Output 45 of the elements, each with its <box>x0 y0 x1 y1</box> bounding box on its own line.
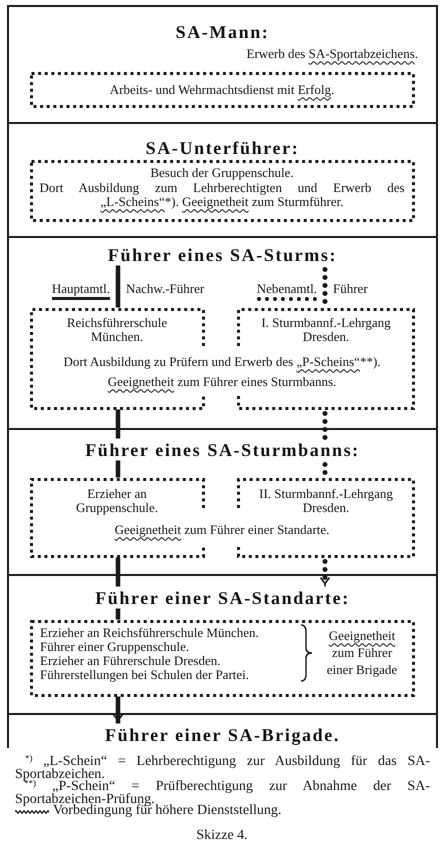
rank-heading: Führer einer SA-Standarte: <box>95 586 350 608</box>
connector-line <box>116 608 120 620</box>
connector-line <box>116 410 120 438</box>
rank-band <box>7 5 438 122</box>
dotted-frame <box>30 478 205 558</box>
note-text: Erwerb des SA-Sportabzeichens. <box>246 46 418 60</box>
rank-band <box>7 236 438 428</box>
rank-heading: Führer einer SA-Brigade. <box>105 724 340 746</box>
dotted-frame <box>30 160 415 222</box>
rank-band <box>7 428 438 574</box>
track-label: Hauptamtl. <box>52 282 110 300</box>
legend-text: Vorbedingung für höhere Dienststellung. <box>53 805 282 818</box>
requirement-text: Dort Ausbildung zum Lehrberechtigten und Erwerb des „L-Scheins“*). Geeignetheit zum Sturmführer. <box>40 180 404 208</box>
note-text: Geeignetheit zum Führer eines Sturmbanns. <box>108 374 336 388</box>
caption: Skizze 4. <box>196 828 248 843</box>
dotted-frame <box>30 620 415 696</box>
requirement-text: I. Sturmbannf.-Lehrgang Dresden. <box>260 316 392 344</box>
rank-heading: Führer eines SA-Sturmbanns: <box>85 438 360 460</box>
requirement-text: Erzieher an Reichsführerschule München. <box>40 626 259 640</box>
rank-heading: SA-Unterführer: <box>146 136 300 158</box>
footnote: $^{*)}$ „L-Schein“ = Lehrberechtigung zur Ausbildung für das SA-Sportabzeichen. <box>15 756 430 781</box>
rank-band <box>7 574 438 713</box>
rank-band <box>7 713 438 748</box>
requirement-text: Besuch der Gruppenschule. <box>150 166 294 180</box>
note-text: Geeignetheit zum Führer einer Standarte. <box>114 522 330 536</box>
rank-heading: Führer eines SA-Sturms: <box>108 244 338 266</box>
connector-arrow <box>112 696 124 724</box>
connector-line <box>116 460 120 478</box>
requirement-text: Erzieher an Führerschule Dresden. <box>40 654 220 668</box>
connector-line <box>116 266 120 308</box>
requirement-text: Führerstellungen bei Schulen der Partei. <box>40 668 250 682</box>
dotted-frame <box>30 72 415 108</box>
requirement-text: Reichsführerschule München. <box>66 316 168 344</box>
note-text: Dort Ausbildung zu Prüfern und Erwerb des „P-Scheins“**). <box>63 354 381 368</box>
requirement-text: II. Sturmbannf.-Lehrgang Dresden. <box>258 486 394 514</box>
track-label: Führer <box>333 282 368 296</box>
requirement-text: Führer einer Gruppenschule. <box>40 640 190 654</box>
requirement-text: Arbeits- und Wehrmachtsdienst mit Erfolg. <box>110 82 334 96</box>
requirement-text: Erzieher an Gruppenschule. <box>75 486 159 514</box>
requirement-text: Geeignetheit zum Führer einer Brigade <box>326 626 398 678</box>
track-label: Nebenamtl. <box>256 282 317 301</box>
rank-heading: SA-Mann: <box>176 20 270 42</box>
connector-line <box>116 558 120 586</box>
track-label: Nachw.-Führer <box>126 282 204 296</box>
rank-band <box>7 122 438 236</box>
